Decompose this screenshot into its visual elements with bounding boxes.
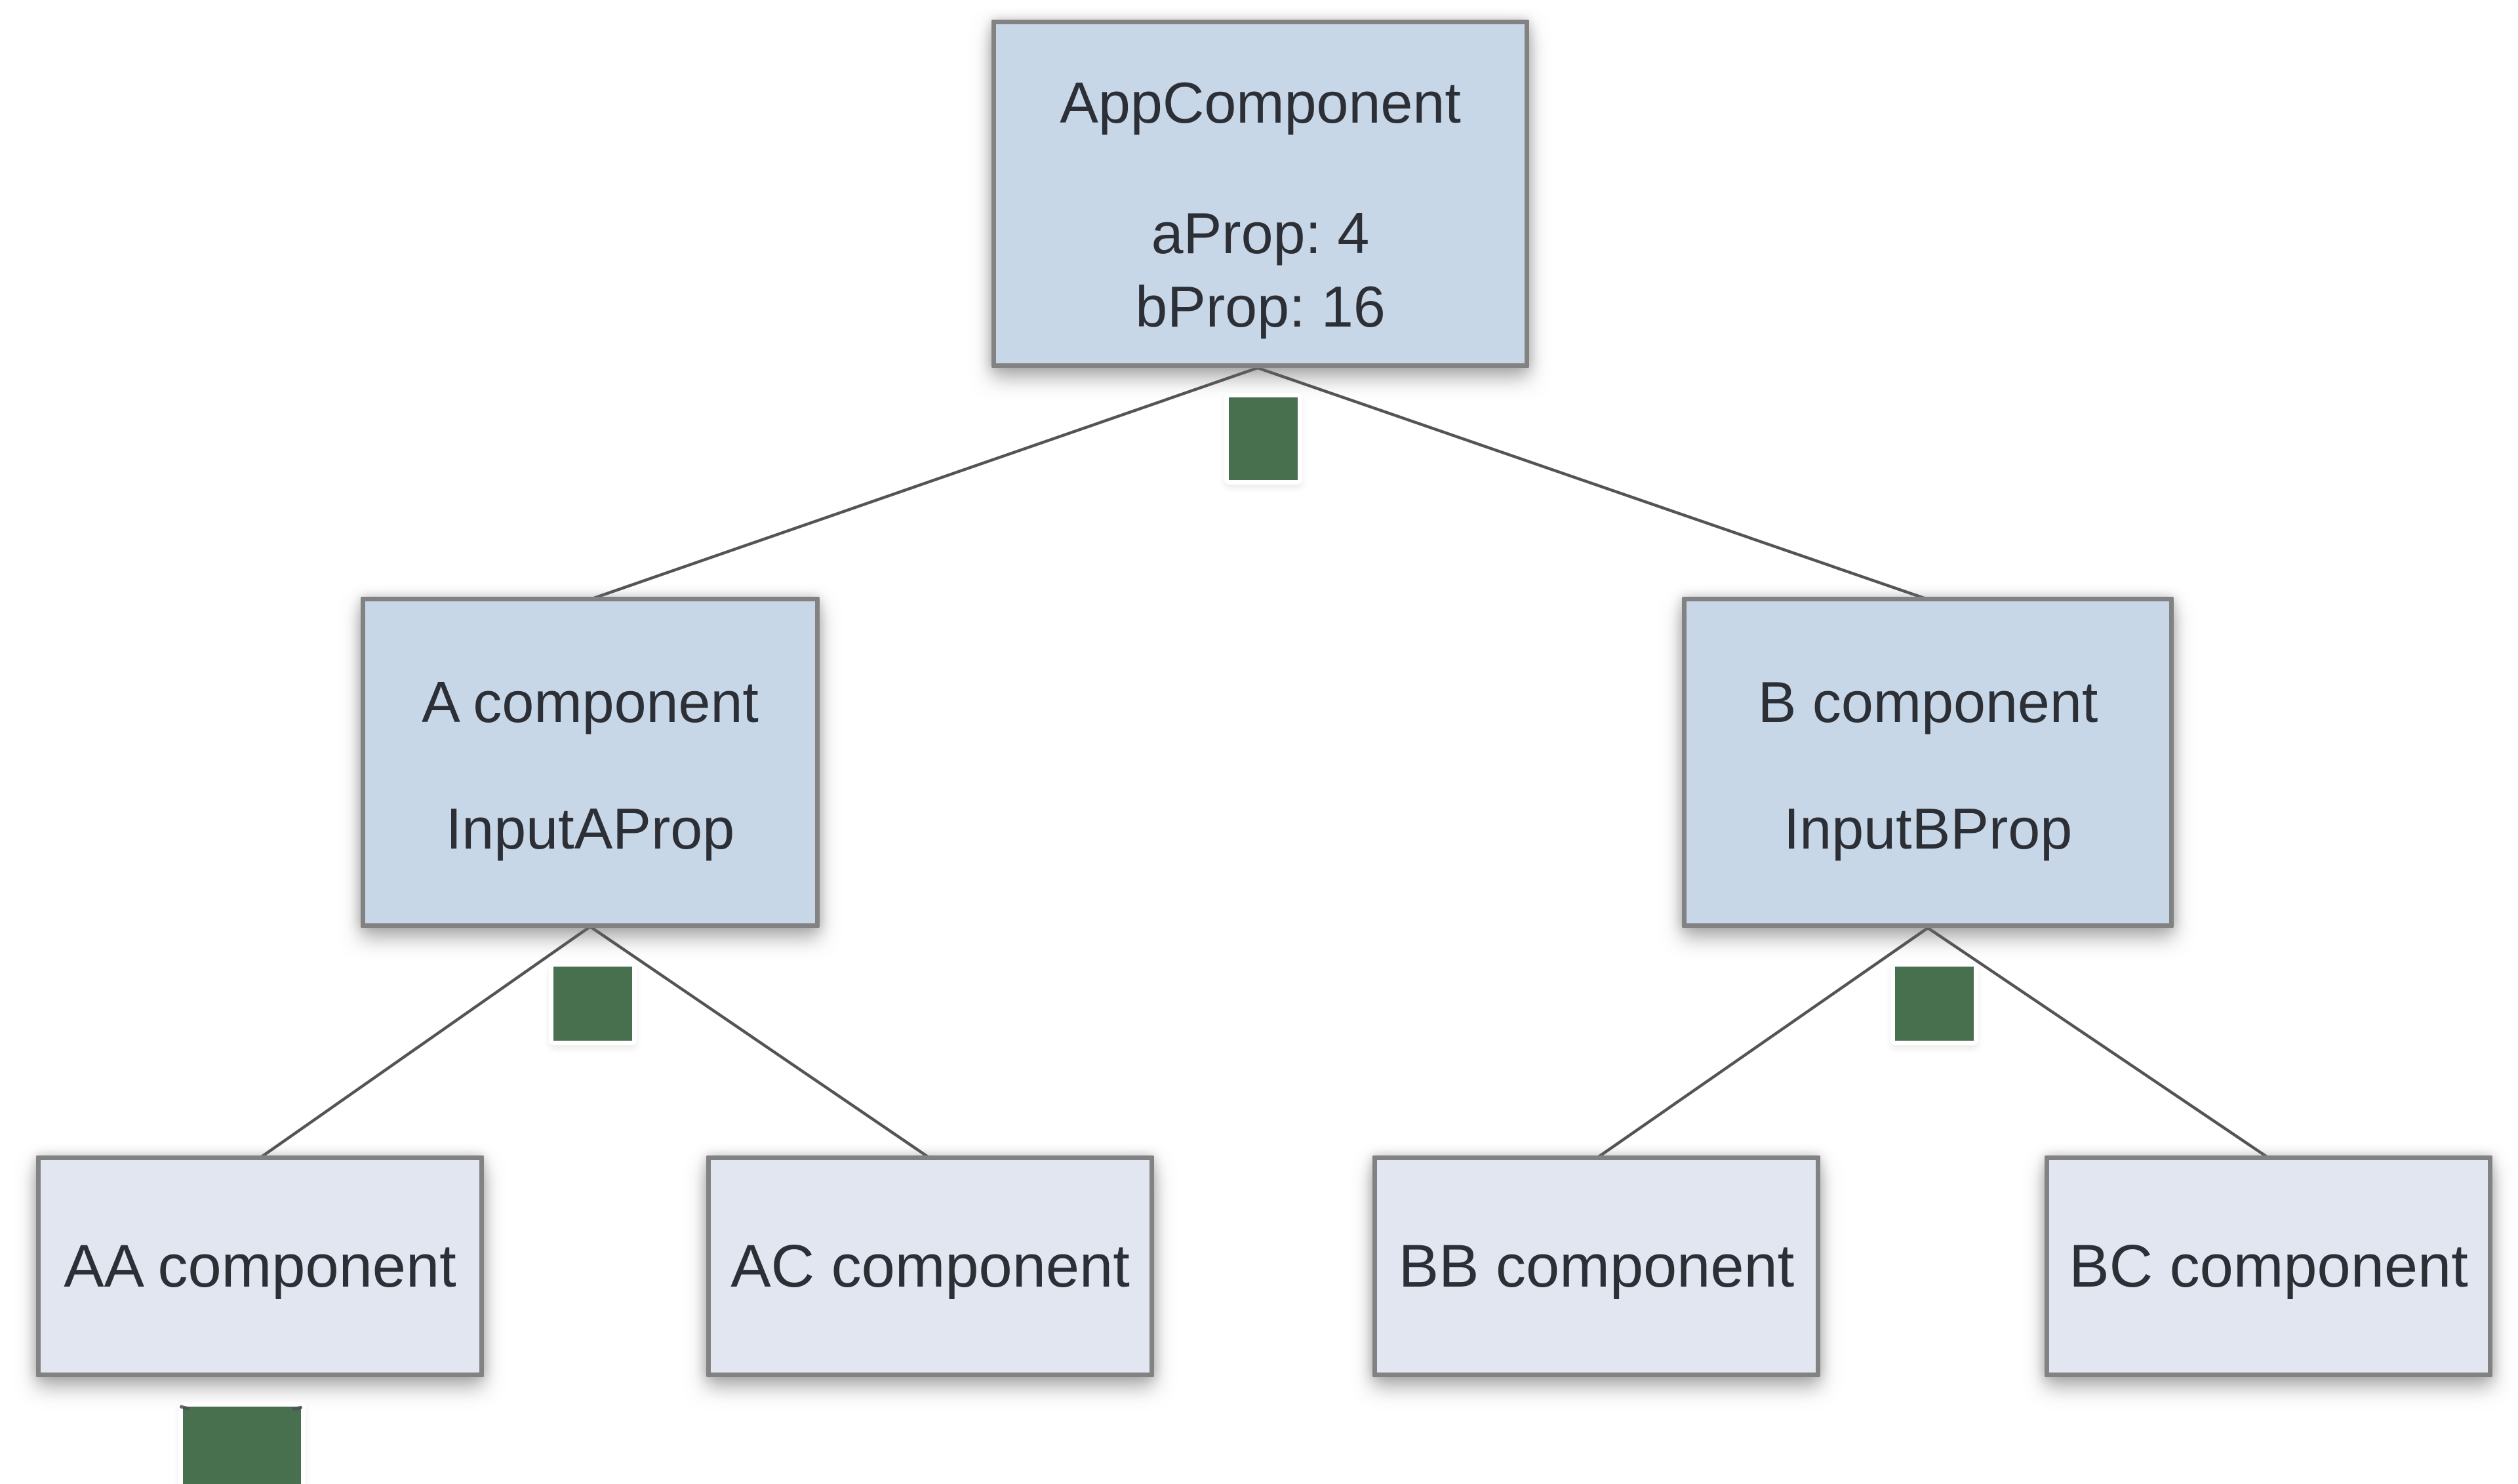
node-bb-component: BB component — [1372, 1155, 1820, 1377]
node-a-component: A component InputAProp — [361, 597, 820, 928]
a-children-marker — [549, 962, 637, 1045]
node-aa-component: AA component — [36, 1155, 484, 1377]
node-bc-component: BC component — [2045, 1155, 2492, 1377]
connector-app-to-a — [590, 366, 1258, 601]
node-appcomponent: AppComponent aProp: 4 bProp: 16 — [991, 20, 1529, 368]
green-square-icon — [553, 967, 632, 1041]
prop-input-a: InputAProp — [445, 796, 735, 861]
node-props: InputBProp — [1784, 792, 2072, 866]
node-title: A component — [422, 670, 759, 734]
node-title: BC component — [2069, 1233, 2468, 1300]
connector-b-to-bc — [1927, 927, 2270, 1159]
green-square-icon — [1229, 397, 1298, 480]
connector-b-to-bb — [1595, 927, 1929, 1159]
green-square-icon — [1895, 967, 1974, 1041]
node-title: AppComponent — [1060, 70, 1461, 135]
connector-a-to-ac — [589, 925, 931, 1159]
prop-aprop: aProp: 4 — [1151, 201, 1370, 266]
node-title: AA component — [64, 1233, 456, 1300]
b-children-marker — [1890, 962, 1978, 1045]
green-square-icon — [183, 1407, 301, 1484]
node-props: aProp: 4 bProp: 16 — [1135, 197, 1386, 344]
prop-bprop: bProp: 16 — [1135, 274, 1386, 339]
node-ac-component: AC component — [706, 1155, 1154, 1377]
prop-input-b: InputBProp — [1783, 796, 2073, 861]
node-b-component: B component InputBProp — [1682, 597, 2174, 928]
node-props: InputAProp — [446, 792, 734, 866]
node-title: BB component — [1398, 1233, 1795, 1300]
node-title: AC component — [730, 1233, 1130, 1300]
connector-a-to-aa — [258, 925, 591, 1159]
node-title: B component — [1757, 670, 2098, 734]
app-children-marker — [1224, 393, 1302, 485]
aa-children-marker — [178, 1402, 306, 1484]
connector-app-to-b — [1257, 366, 1928, 601]
